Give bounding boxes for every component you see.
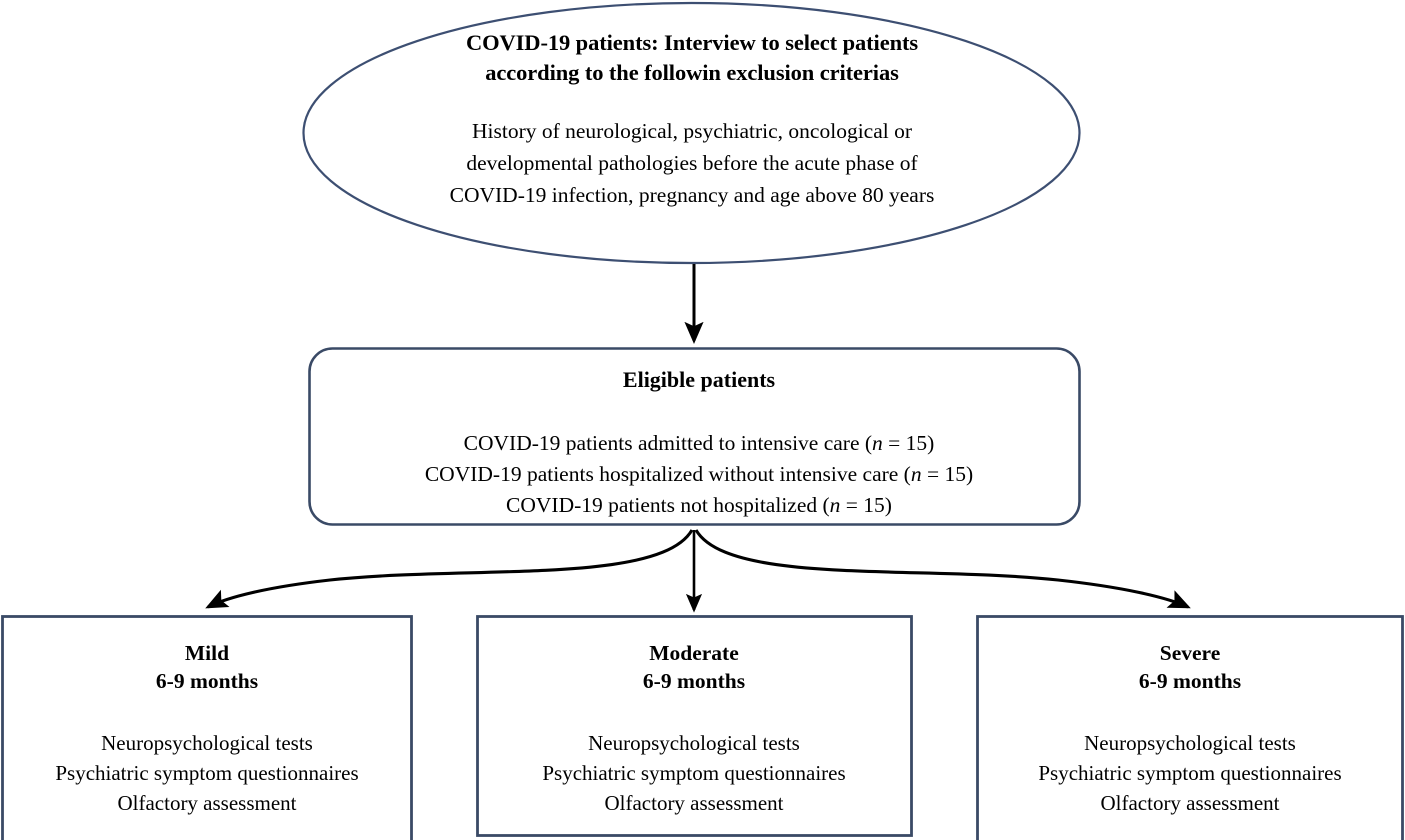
- mild-node-text: Mild 6-9 months Neuropsychological tests…: [4, 640, 410, 819]
- moderate-duration: 6-9 months: [642, 668, 746, 693]
- eligible-row-n-symbol: n: [829, 492, 841, 517]
- severe-duration: 6-9 months: [1138, 668, 1242, 693]
- eligible-row-text-before: COVID-19 patients not hospitalized (: [506, 492, 830, 517]
- ellipse-title: COVID-19 patients: Interview to select p…: [330, 28, 1054, 88]
- eligible-row: COVID-19 patients hospitalized without i…: [320, 459, 1078, 490]
- list-item: Psychiatric symptom questionnaires: [1038, 761, 1342, 786]
- ellipse-title-line-1: COVID-19 patients: Interview to select p…: [465, 30, 919, 55]
- ellipse-body-line-1: History of neurological, psychiatric, on…: [471, 119, 913, 144]
- moderate-heading: Moderate: [649, 641, 739, 665]
- list-item: Neuropsychological tests: [101, 730, 313, 755]
- list-item: Olfactory assessment: [1100, 791, 1280, 816]
- ellipse-title-line-2: according to the followin exclusion crit…: [485, 60, 899, 86]
- eligible-title: Eligible patients: [622, 367, 776, 392]
- mild-assessment-list: Neuropsychological tests Psychiatric sym…: [4, 728, 410, 819]
- mild-heading-block: Mild 6-9 months: [4, 640, 410, 696]
- eligible-body: COVID-19 patients admitted to intensive …: [320, 428, 1078, 521]
- eligible-row-n-symbol: n: [872, 430, 883, 455]
- ellipse-node-text: COVID-19 patients: Interview to select p…: [330, 28, 1054, 212]
- severe-node-text: Severe 6-9 months Neuropsychological tes…: [979, 640, 1401, 819]
- connector-eligible-to-mild: [205, 529, 694, 609]
- eligible-row-text-after: = 15): [840, 492, 892, 517]
- severe-heading-block: Severe 6-9 months: [979, 640, 1401, 696]
- eligible-row-text-after: = 15): [921, 461, 974, 486]
- severe-heading: Severe: [1159, 641, 1221, 665]
- eligible-row-text-before: COVID-19 patients hospitalized without i…: [424, 461, 911, 486]
- moderate-assessment-list: Neuropsychological tests Psychiatric sym…: [479, 728, 909, 819]
- list-item: Neuropsychological tests: [588, 730, 800, 755]
- ellipse-body-line-3: COVID-19 infection, pregnancy and age ab…: [449, 182, 935, 207]
- eligible-node-text: Eligible patients COVID-19 patients admi…: [320, 366, 1078, 520]
- eligible-row: COVID-19 patients not hospitalized (n = …: [320, 490, 1078, 521]
- ellipse-body: History of neurological, psychiatric, on…: [330, 116, 1054, 211]
- ellipse-body-line-2: developmental pathologies before the acu…: [466, 151, 918, 176]
- list-item: Neuropsychological tests: [1084, 730, 1296, 755]
- eligible-row: COVID-19 patients admitted to intensive …: [320, 428, 1078, 459]
- mild-duration: 6-9 months: [155, 668, 259, 693]
- moderate-heading-block: Moderate 6-9 months: [479, 640, 909, 696]
- mild-heading: Mild: [184, 641, 230, 665]
- moderate-node-text: Moderate 6-9 months Neuropsychological t…: [479, 640, 909, 819]
- list-item: Psychiatric symptom questionnaires: [542, 761, 846, 786]
- list-item: Olfactory assessment: [604, 791, 784, 816]
- eligible-row-text-after: = 15): [882, 430, 935, 455]
- severe-assessment-list: Neuropsychological tests Psychiatric sym…: [979, 728, 1401, 819]
- connector-eligible-to-severe: [694, 529, 1191, 609]
- list-item: Psychiatric symptom questionnaires: [55, 761, 359, 786]
- eligible-row-text-before: COVID-19 patients admitted to intensive …: [463, 430, 873, 455]
- list-item: Olfactory assessment: [117, 791, 297, 816]
- eligible-row-n-symbol: n: [910, 461, 922, 486]
